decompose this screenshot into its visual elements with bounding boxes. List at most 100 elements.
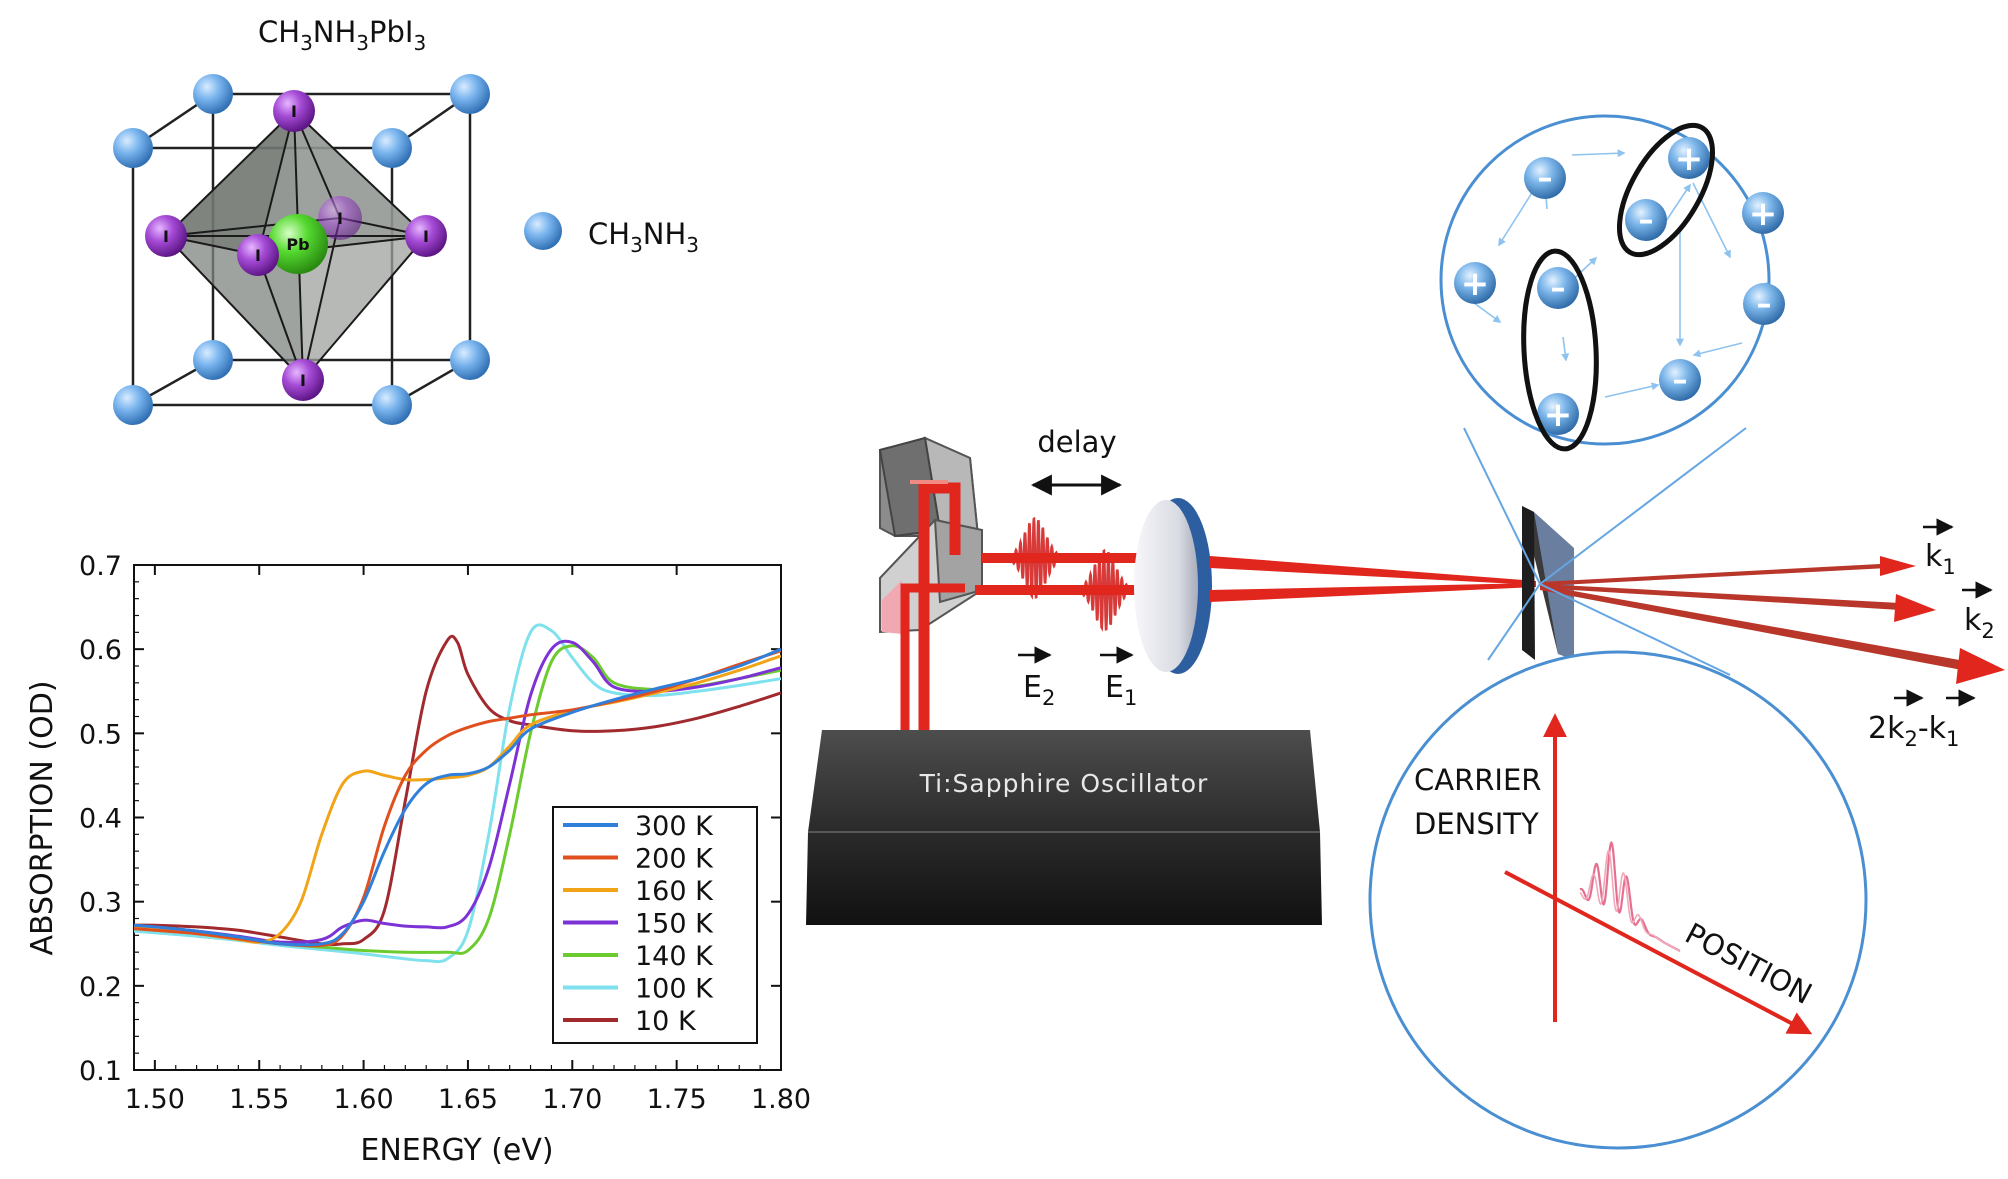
svg-text:k2: k2	[1964, 603, 1995, 643]
density-label-line2: DENSITY	[1414, 807, 1539, 841]
y-tick-label: 0.1	[79, 1056, 122, 1087]
y-tick-label: 0.5	[79, 719, 122, 750]
k-signal-label: 2k2-k1	[1868, 689, 1976, 751]
density-zoom-circle: CARRIER DENSITY POSITION	[1368, 650, 1868, 1150]
density-trace	[1579, 840, 1681, 953]
series-line-300k	[134, 647, 781, 947]
y-tick-label: 0.6	[79, 635, 122, 666]
svg-text:I: I	[300, 371, 306, 390]
x-tick-label: 1.70	[542, 1084, 602, 1115]
svg-text:Pb: Pb	[286, 235, 309, 254]
legend-box	[552, 806, 758, 1044]
iodine-atom: I	[318, 196, 362, 240]
x-tick-label: 1.55	[229, 1084, 289, 1115]
electron: –	[1743, 283, 1785, 325]
y-tick-label: 0.3	[79, 888, 122, 919]
svg-text:I: I	[163, 227, 169, 246]
electron: –	[1625, 199, 1667, 241]
svg-text:k1: k1	[1925, 539, 1956, 579]
k1-label: k1	[1923, 518, 1956, 579]
legend-label: 140 K	[635, 941, 714, 972]
y-axis-label: ABSORPTION (OD)	[25, 680, 60, 955]
cation-legend: CH3NH3	[524, 212, 699, 257]
position-axis	[1504, 870, 1813, 1035]
x-axis-label: ENERGY (eV)	[360, 1133, 553, 1168]
legend-label: 100 K	[635, 974, 714, 1005]
legend-label: 160 K	[635, 876, 714, 907]
crystal-structure: CH3NH3PbI3	[113, 15, 699, 425]
x-tick-label: 1.50	[125, 1084, 185, 1115]
svg-text:E1: E1	[1105, 670, 1137, 710]
y-tick-label: 0.2	[79, 972, 122, 1003]
hole: +	[1454, 262, 1496, 304]
y-tick-label: 0.4	[79, 804, 122, 835]
svg-text:+: +	[1461, 264, 1490, 304]
parallel-beams	[975, 553, 1160, 595]
density-label-line1: CARRIER	[1414, 763, 1541, 797]
svg-text:–: –	[1673, 363, 1688, 398]
carrier-zoom-circle: – + – + + – – – +	[1439, 114, 1785, 452]
hole: +	[1668, 137, 1710, 179]
iodine-atom: I	[273, 90, 315, 132]
delay-label: delay	[1037, 425, 1116, 459]
svg-text:I: I	[255, 246, 261, 265]
axis-ticks	[133, 564, 782, 1071]
svg-text:E2: E2	[1023, 670, 1055, 710]
iodine-atom: I	[282, 359, 324, 401]
x-tick-labels: 1.50 1.55 1.60 1.65 1.70 1.75 1.80	[125, 1084, 811, 1115]
legend-label: 300 K	[635, 811, 714, 842]
ti-sapphire-oscillator: Ti:Sapphire Oscillator	[806, 730, 1322, 925]
oscillator-label: Ti:Sapphire Oscillator	[919, 769, 1209, 798]
svg-text:–: –	[1757, 287, 1772, 322]
legend-label: 150 K	[635, 909, 714, 940]
optical-setup: Ti:Sapphire Oscillator	[806, 425, 2005, 925]
iodine-atom: I	[405, 215, 447, 257]
focusing-lens	[1134, 498, 1212, 674]
x-tick-label: 1.65	[438, 1084, 498, 1115]
x-tick-label: 1.80	[751, 1084, 811, 1115]
svg-text:+: +	[1749, 194, 1778, 234]
exciton-ellipse	[1616, 122, 1716, 258]
legend-label: 10 K	[635, 1006, 697, 1037]
electron: –	[1659, 359, 1701, 401]
x-tick-label: 1.60	[334, 1084, 394, 1115]
hole: +	[1537, 393, 1579, 435]
methylammonium-cations	[113, 74, 490, 425]
zoom-connectors	[1463, 427, 1747, 676]
legend-label: 200 K	[635, 844, 714, 875]
hole: +	[1742, 192, 1784, 234]
svg-text:CH3NH3: CH3NH3	[588, 217, 699, 257]
svg-text:–: –	[1551, 271, 1566, 306]
svg-text:+: +	[1675, 139, 1704, 179]
output-beams	[1540, 556, 2005, 684]
series-lines	[134, 623, 781, 964]
lead-atom: Pb	[268, 214, 328, 274]
crystal-formula: CH3NH3PbI3	[258, 15, 426, 55]
retroreflector-lower	[879, 518, 983, 634]
svg-text:+: +	[1544, 395, 1573, 435]
focused-beams	[1210, 556, 1536, 602]
electron: –	[1524, 157, 1566, 199]
electron: –	[1537, 267, 1579, 309]
y-tick-label: 0.7	[79, 551, 122, 582]
svg-text:–: –	[1538, 161, 1553, 196]
series-line-10k	[134, 634, 781, 946]
iodine-atom: I	[145, 215, 187, 257]
y-tick-labels: 0.1 0.2 0.3 0.4 0.5 0.6 0.7	[79, 551, 122, 1087]
svg-text:I: I	[337, 209, 343, 228]
svg-text:2k2-k1: 2k2-k1	[1868, 711, 1959, 751]
svg-text:I: I	[423, 227, 429, 246]
x-tick-label: 1.75	[647, 1084, 707, 1115]
e2-label: E2	[1018, 646, 1055, 710]
k2-label: k2	[1962, 581, 1995, 643]
laser-beam-path	[900, 480, 965, 730]
e1-label: E1	[1100, 646, 1137, 710]
exciton-ellipse	[1521, 248, 1599, 452]
iodine-atom: I	[237, 234, 279, 276]
svg-text:–: –	[1639, 203, 1654, 238]
svg-text:I: I	[291, 102, 297, 121]
